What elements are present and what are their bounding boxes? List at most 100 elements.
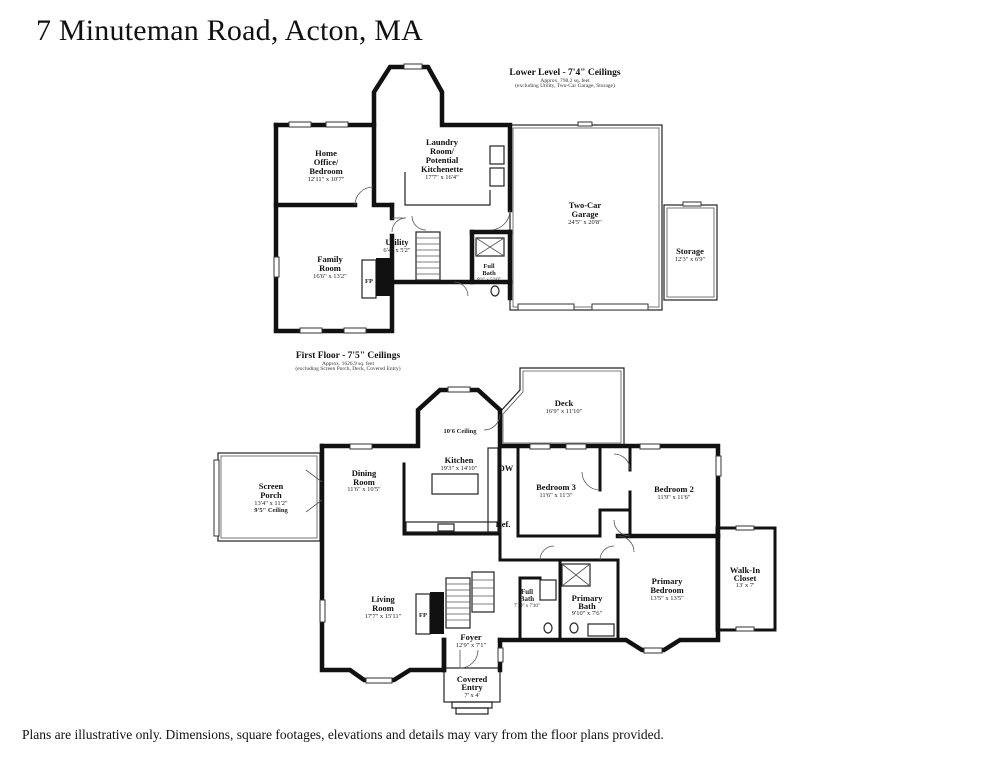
first-exterior-wall [319, 387, 721, 539]
room-bedroom-3: Bedroom 3 11'6" x 11'3" [536, 482, 576, 499]
svg-text:First Floor - 7'5" Ceilings: First Floor - 7'5" Ceilings [296, 351, 401, 361]
lower-level-heading: Lower Level - 7'4" Ceilings Approx. 798.… [509, 68, 620, 89]
svg-text:Kitchen: Kitchen [445, 455, 474, 465]
svg-text:Screen: Screen [259, 481, 284, 491]
svg-text:Room: Room [372, 603, 394, 613]
svg-text:12'3" x 6'9": 12'3" x 6'9" [675, 256, 706, 263]
svg-text:Kitchenette: Kitchenette [421, 164, 463, 174]
svg-text:Utility: Utility [385, 237, 409, 247]
svg-text:Porch: Porch [260, 490, 282, 500]
room-laundry: Laundry Room/ Potential Kitchenette 17'7… [421, 137, 463, 181]
svg-text:Office/: Office/ [314, 157, 339, 167]
svg-text:9'10" x 7'6": 9'10" x 7'6" [572, 610, 603, 617]
svg-text:(excluding Screen Porch, Deck,: (excluding Screen Porch, Deck, Covered E… [295, 365, 400, 372]
svg-text:Garage: Garage [572, 209, 599, 219]
svg-text:11'9" x 11'6": 11'9" x 11'6" [657, 494, 691, 501]
svg-text:Potential: Potential [426, 155, 459, 165]
room-kitchen: Kitchen 19'3" x 14'10" [441, 455, 478, 472]
room-walkin-closet: Walk-In Closet 13' x 7' [730, 565, 761, 589]
svg-text:Room: Room [319, 263, 341, 273]
room-living: Living Room 17'7" x 15'11" [365, 594, 402, 620]
room-covered-entry: Covered Entry 7' x 4' [457, 674, 488, 699]
svg-text:Foyer: Foyer [460, 632, 481, 642]
svg-text:13'4" x 11'2": 13'4" x 11'2" [254, 500, 288, 507]
fireplace-label-lower: FP [365, 278, 373, 285]
svg-text:12'11" x 10'7": 12'11" x 10'7" [308, 176, 345, 183]
stairs-first [445, 571, 495, 629]
svg-text:Family: Family [317, 254, 343, 264]
svg-text:16'9" x 11'10": 16'9" x 11'10" [546, 408, 583, 415]
kitchen-island [431, 473, 479, 495]
room-storage: Storage 12'3" x 6'9" [675, 246, 706, 263]
svg-text:Dining: Dining [352, 468, 377, 478]
svg-text:Deck: Deck [555, 398, 574, 408]
svg-text:Bedroom: Bedroom [650, 585, 683, 595]
svg-text:Lower Level - 7'4" Ceilings: Lower Level - 7'4" Ceilings [509, 68, 620, 78]
svg-text:Primary: Primary [572, 593, 603, 603]
svg-text:11'6" x 10'5": 11'6" x 10'5" [347, 486, 381, 493]
room-utility: Utility 6'4" x 5'2" [383, 237, 410, 254]
svg-text:(excluding Utility, Two-Car Ga: (excluding Utility, Two-Car Garage, Stor… [515, 82, 615, 89]
svg-text:19'3" x 14'10": 19'3" x 14'10" [441, 465, 478, 472]
svg-text:8'1" x 5'10": 8'1" x 5'10" [477, 278, 500, 283]
svg-text:13'5" x 13'5": 13'5" x 13'5" [650, 595, 684, 602]
fireplace-label-first: FP [419, 612, 427, 619]
room-garage: Two-Car Garage 24'5" x 20'8" [568, 200, 602, 226]
svg-text:Covered: Covered [457, 674, 488, 684]
room-foyer: Foyer 12'9" x 7'1" [456, 632, 487, 649]
room-primary-bath: Primary Bath 9'10" x 7'6" [572, 593, 603, 617]
svg-text:Bedroom: Bedroom [309, 166, 342, 176]
svg-text:Bedroom 3: Bedroom 3 [536, 482, 576, 492]
svg-text:7'10" x 7'10": 7'10" x 7'10" [514, 604, 540, 609]
svg-text:Bath: Bath [520, 595, 535, 603]
lower-level-plan [273, 63, 718, 334]
svg-text:12'9" x 7'1": 12'9" x 7'1" [456, 642, 487, 649]
room-home-office: Home Office/ Bedroom 12'11" x 10'7" [308, 148, 345, 183]
svg-text:Room: Room [353, 477, 375, 487]
svg-text:Closet: Closet [734, 573, 757, 583]
first-floor-heading: First Floor - 7'5" Ceilings Approx. 1626… [295, 351, 400, 372]
kitchen-ceiling-note: 10'6 Ceiling [443, 428, 477, 435]
room-screen-porch: Screen Porch 13'4" x 11'2" 9'5" Ceiling [254, 481, 288, 514]
svg-text:Bath: Bath [482, 270, 496, 277]
stairs-lower [415, 231, 441, 281]
refrigerator-label: Ref. [496, 519, 511, 529]
page-title: 7 Minuteman Road, Acton, MA [36, 14, 424, 47]
svg-text:9'5" Ceiling: 9'5" Ceiling [254, 507, 288, 514]
svg-text:17'7" x 15'11": 17'7" x 15'11" [365, 613, 402, 620]
svg-text:Entry: Entry [461, 682, 483, 692]
svg-text:17'7" x 16'4": 17'7" x 16'4" [425, 174, 459, 181]
fireplace-first [430, 592, 444, 634]
fireplace-lower [376, 258, 390, 296]
svg-text:Home: Home [315, 148, 337, 158]
garage-door [591, 303, 649, 311]
svg-text:6'4" x 5'2": 6'4" x 5'2" [383, 247, 410, 254]
svg-text:Storage: Storage [676, 246, 704, 256]
svg-text:Bedroom 2: Bedroom 2 [654, 484, 694, 494]
room-deck: Deck 16'9" x 11'10" [546, 398, 583, 415]
svg-text:Two-Car: Two-Car [569, 200, 602, 210]
svg-text:Walk-In: Walk-In [730, 565, 761, 575]
svg-text:Bath: Bath [578, 601, 596, 611]
svg-text:Primary: Primary [652, 576, 683, 586]
svg-text:Approx. 798.2 sq. feet: Approx. 798.2 sq. feet [540, 77, 590, 84]
room-bedroom-2: Bedroom 2 11'9" x 11'6" [654, 484, 694, 501]
svg-text:7' x 4': 7' x 4' [464, 692, 479, 699]
svg-text:Laundry: Laundry [426, 137, 459, 147]
svg-text:11'6" x 11'3": 11'6" x 11'3" [539, 492, 573, 499]
room-full-bath: Full Bath 7'10" x 7'10" [514, 588, 540, 609]
dishwasher-label: DW [499, 463, 514, 473]
svg-text:Living: Living [371, 594, 395, 604]
garage-door [517, 303, 575, 311]
svg-text:Approx. 1626.9 sq. feet: Approx. 1626.9 sq. feet [322, 360, 374, 367]
svg-text:Full: Full [521, 588, 533, 596]
svg-text:Full: Full [483, 263, 494, 270]
lower-exterior-wall [273, 64, 513, 213]
room-family: Family Room 16'6" x 13'2" [313, 254, 347, 280]
disclaimer-text: Plans are illustrative only. Dimensions,… [22, 727, 664, 742]
svg-text:13' x 7': 13' x 7' [736, 582, 755, 589]
svg-text:Room/: Room/ [430, 146, 455, 156]
room-lower-full-bath: Full Bath 8'1" x 5'10" [477, 263, 500, 283]
svg-text:24'5" x 20'8": 24'5" x 20'8" [568, 219, 602, 226]
